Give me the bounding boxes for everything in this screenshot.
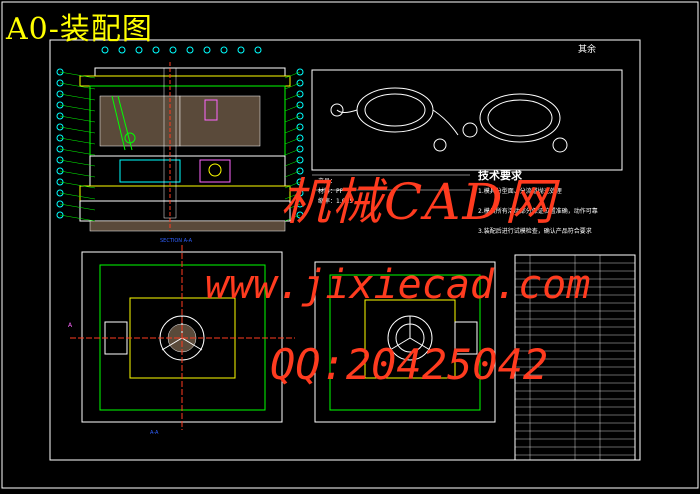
leader-line (59, 192, 96, 200)
balloon (296, 134, 304, 142)
balloon (296, 79, 304, 87)
tech-notes-area (312, 174, 470, 191)
balloon (101, 46, 109, 54)
balloon (56, 211, 64, 219)
balloon (56, 178, 64, 186)
product-view (311, 69, 623, 171)
balloon (186, 46, 194, 54)
drawing-title: A0-装配图 (6, 12, 153, 47)
leader-line (284, 214, 301, 222)
balloon (296, 167, 304, 175)
plan-view-right (314, 261, 496, 423)
leader-line (59, 115, 96, 123)
part-balloons (56, 46, 304, 222)
balloon (296, 189, 304, 197)
section-label: SECTION A-A (160, 238, 193, 244)
balloon (56, 112, 64, 120)
leader-line (59, 82, 96, 90)
balloon (56, 79, 64, 87)
note-2: 2.模具所有活动部分保证位置准确，动作可靠 (478, 208, 598, 215)
leader-line (284, 203, 301, 211)
leader-line (284, 170, 301, 178)
balloon (296, 200, 304, 208)
balloon (118, 46, 126, 54)
balloon (56, 145, 64, 153)
parts-list-table (514, 254, 636, 461)
balloon (56, 68, 64, 76)
watermark-url: www.jixiecad.com (205, 262, 591, 308)
leader-line (284, 104, 301, 112)
note-1: 1.模具分型面、分流道抛光处理 (478, 188, 562, 195)
balloon (56, 167, 64, 175)
balloon (296, 68, 304, 76)
technical-requirements-title: 技术要求 (478, 169, 522, 182)
balloon (220, 46, 228, 54)
note-3: 3.装配后进行试模检查，确认产品符合要求 (478, 228, 592, 235)
leader-line (59, 203, 96, 211)
leader-line (59, 137, 96, 145)
drawing-frame (49, 39, 641, 461)
leader-line (284, 115, 301, 123)
view-marker-a: A (68, 322, 73, 329)
material-label: 材料：PP (318, 188, 344, 195)
balloon (296, 101, 304, 109)
leader-line (284, 71, 301, 79)
watermark-site-name: 机械CAD网 (280, 173, 557, 231)
balloon (296, 90, 304, 98)
watermark-qq: QQ:20425042 (270, 340, 549, 389)
balloon (56, 156, 64, 164)
leader-line (284, 192, 301, 200)
plan-view-left (70, 245, 295, 430)
bottom-label: A-A (150, 430, 159, 436)
leader-line (59, 214, 96, 222)
balloon (296, 178, 304, 186)
leader-line (284, 93, 301, 101)
leader-line (59, 104, 96, 112)
balloon (169, 46, 177, 54)
leader-line (284, 137, 301, 145)
leader-line (284, 181, 301, 189)
balloon (56, 90, 64, 98)
balloon (56, 101, 64, 109)
balloon (203, 46, 211, 54)
balloon (56, 123, 64, 131)
leader-line (59, 148, 96, 156)
balloon (296, 112, 304, 120)
leader-line (284, 126, 301, 134)
balloon (56, 189, 64, 197)
balloon (296, 211, 304, 219)
leader-line (59, 126, 96, 134)
product-label: 产品： (318, 178, 337, 185)
leader-line (59, 71, 96, 79)
balloon (237, 46, 245, 54)
leader-line (59, 159, 96, 167)
balloon (152, 46, 160, 54)
balloon (296, 145, 304, 153)
leader-line (284, 148, 301, 156)
balloon (254, 46, 262, 54)
leader-line (59, 170, 96, 178)
leader-line (284, 82, 301, 90)
shrink-label: 缩率：1.015 (318, 198, 354, 205)
roughness-symbol-label: 其余 (578, 45, 597, 55)
leader-line (59, 181, 96, 189)
balloon (56, 200, 64, 208)
leader-line (284, 159, 301, 167)
balloon (296, 156, 304, 164)
balloon (296, 123, 304, 131)
balloon (56, 134, 64, 142)
section-view (79, 62, 291, 232)
balloon (135, 46, 143, 54)
leader-line (59, 93, 96, 101)
